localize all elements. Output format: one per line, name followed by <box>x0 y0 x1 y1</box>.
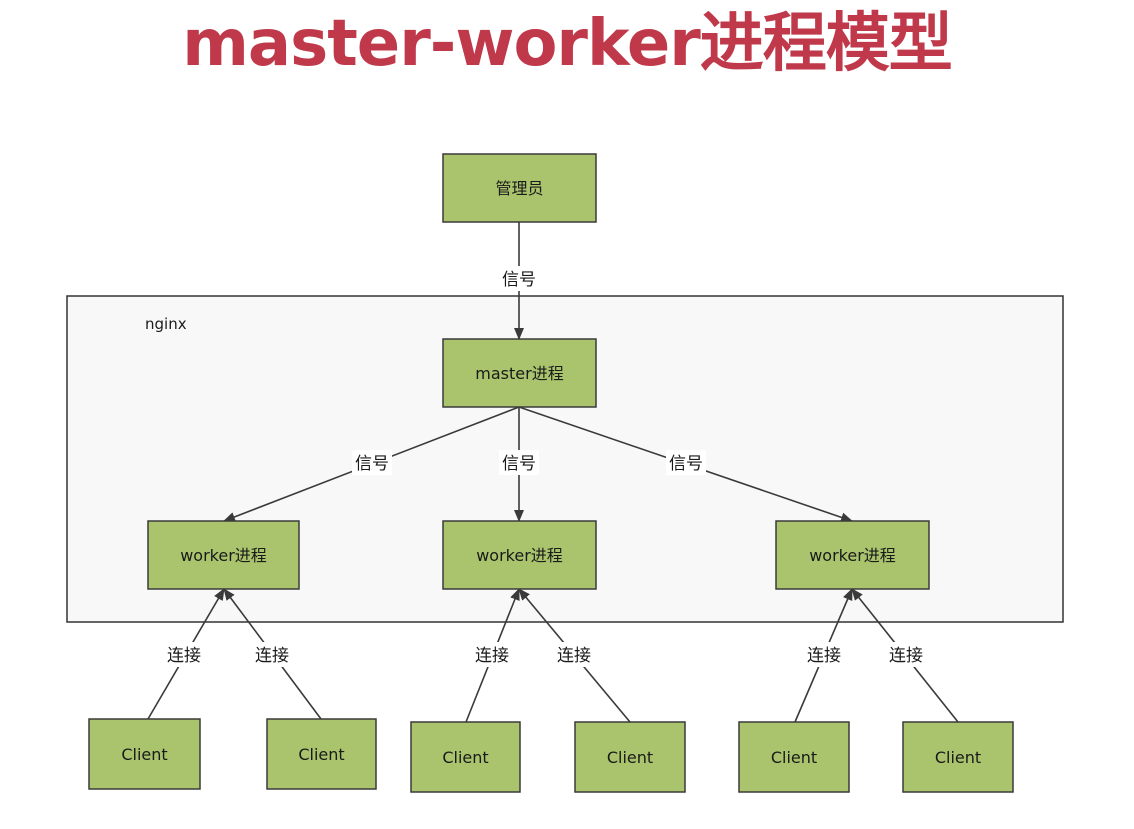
edge-label-master-to-worker2: 信号 <box>499 450 539 475</box>
node-box <box>147 520 300 590</box>
node-box <box>574 721 686 793</box>
node-client4: Client <box>574 721 686 793</box>
node-label: Client <box>771 748 817 767</box>
edge-label-text: 连接 <box>167 646 201 666</box>
node-label: master进程 <box>475 364 563 383</box>
node-master: master进程 <box>442 338 597 408</box>
edge-label-background <box>164 642 204 667</box>
node-box <box>88 718 201 790</box>
nodes-layer: 管理员 master进程 worker进程 worker进程 worker进程 Clien… <box>88 153 1014 793</box>
edge-label-client1-to-worker1: 连接 <box>164 642 204 667</box>
edge-label-text: 信号 <box>502 454 536 474</box>
node-box <box>775 520 930 590</box>
edge-label-client5-to-worker3: 连接 <box>804 642 844 667</box>
edge-label-admin-to-master: 信号 <box>499 266 539 291</box>
edge-label-client3-to-worker2: 连接 <box>472 642 512 667</box>
node-box <box>902 721 1014 793</box>
edge-label-background <box>666 450 706 475</box>
edge-label-background <box>804 642 844 667</box>
node-label: worker进程 <box>180 546 267 565</box>
node-worker3: worker进程 <box>775 520 930 590</box>
node-box <box>442 338 597 408</box>
edge-label-text: 信号 <box>355 454 389 474</box>
node-label: worker进程 <box>809 546 896 565</box>
edge-labels-layer: 信号信号信号信号连接连接连接连接连接连接 <box>164 266 926 667</box>
edge-label-background <box>352 450 392 475</box>
node-label: 管理员 <box>495 179 543 198</box>
node-client2: Client <box>266 718 377 790</box>
node-box <box>266 718 377 790</box>
edge-label-background <box>472 642 512 667</box>
edge-label-text: 连接 <box>255 646 289 666</box>
node-label: Client <box>442 748 488 767</box>
edge-label-background <box>499 266 539 291</box>
node-label: Client <box>607 748 653 767</box>
node-box <box>442 520 597 590</box>
edge-label-text: 连接 <box>807 646 841 666</box>
node-client3: Client <box>410 721 521 793</box>
edge-label-text: 信号 <box>502 270 536 290</box>
edge-label-master-to-worker1: 信号 <box>352 450 392 475</box>
edge-label-background <box>554 642 594 667</box>
nginx-container-label: nginx <box>145 315 187 333</box>
page-title: master-worker进程模型 <box>182 7 953 81</box>
node-box <box>442 153 597 223</box>
edge-label-text: 信号 <box>669 454 703 474</box>
edge-label-client6-to-worker3: 连接 <box>886 642 926 667</box>
node-client5: Client <box>738 721 850 793</box>
node-label: worker进程 <box>476 546 563 565</box>
node-worker2: worker进程 <box>442 520 597 590</box>
edge-label-text: 连接 <box>475 646 509 666</box>
node-box <box>738 721 850 793</box>
edge-label-text: 连接 <box>889 646 923 666</box>
node-worker1: worker进程 <box>147 520 300 590</box>
edge-label-background <box>499 450 539 475</box>
edge-label-background <box>252 642 292 667</box>
edge-label-client4-to-worker2: 连接 <box>554 642 594 667</box>
node-label: Client <box>298 745 344 764</box>
node-client6: Client <box>902 721 1014 793</box>
edge-label-master-to-worker3: 信号 <box>666 450 706 475</box>
node-client1: Client <box>88 718 201 790</box>
node-box <box>410 721 521 793</box>
edge-label-text: 连接 <box>557 646 591 666</box>
edge-label-client2-to-worker1: 连接 <box>252 642 292 667</box>
node-admin: 管理员 <box>442 153 597 223</box>
node-label: Client <box>935 748 981 767</box>
edge-label-background <box>886 642 926 667</box>
node-label: Client <box>121 745 167 764</box>
